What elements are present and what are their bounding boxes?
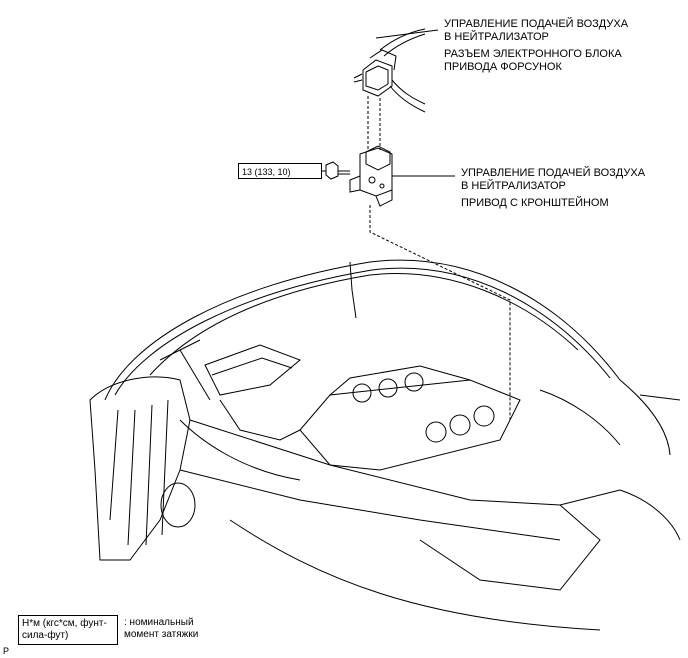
- guide-lines: [367, 96, 511, 420]
- torque-value-box: 13 (133, 10): [238, 163, 322, 179]
- connector-harness: [353, 28, 439, 113]
- callout-1-line-4: ПРИВОДА ФОРСУНОК: [444, 61, 562, 73]
- corner-mark: P: [3, 646, 10, 656]
- callout-2-line-1: УПРАВЛЕНИЕ ПОДАЧЕЙ ВОЗДУХА: [461, 167, 646, 179]
- actuator-bracket: [349, 145, 455, 207]
- bolt: [322, 161, 350, 180]
- callout-2-line-3: ПРИВОД С КРОНШТЕЙНОМ: [461, 197, 609, 209]
- callout-1-line-3: РАЗЪЕМ ЭЛЕКТРОННОГО БЛОКА: [444, 48, 622, 60]
- vehicle-front: [89, 376, 681, 631]
- legend-unit-box: Н*м (кгс*см, фунт- сила-фут): [18, 615, 118, 645]
- callout-2-line-2: В НЕЙТРАЛИЗАТОР: [461, 180, 566, 192]
- engine: [159, 339, 621, 481]
- hood: [104, 259, 671, 456]
- legend-description: : номинальный момент затяжки: [124, 617, 199, 640]
- callout-1-line-2: В НЕЙТРАЛИЗАТОР: [444, 31, 549, 43]
- callout-1-line-1: УПРАВЛЕНИЕ ПОДАЧЕЙ ВОЗДУХА: [444, 18, 629, 30]
